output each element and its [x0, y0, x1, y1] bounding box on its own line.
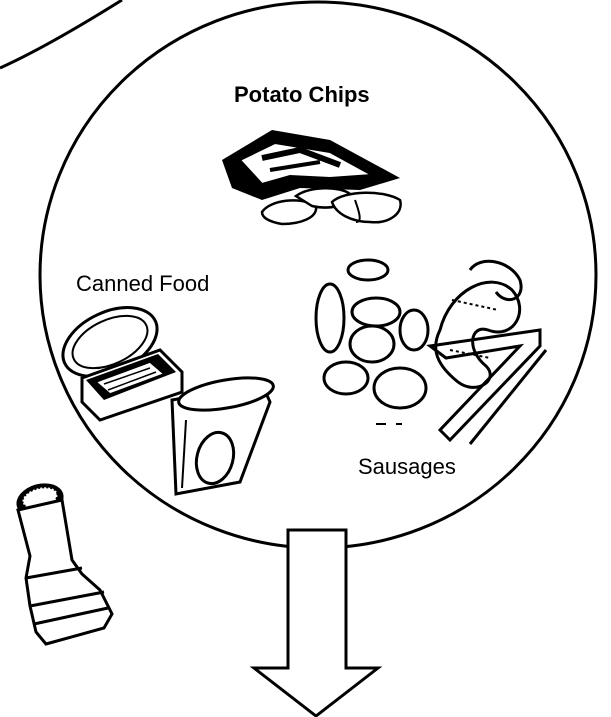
salt-shaker-icon — [13, 478, 112, 644]
potato-chips-label: Potato Chips — [234, 82, 370, 108]
connector-line — [0, 0, 122, 68]
down-arrow-icon — [254, 530, 378, 716]
sausages-label: Sausages — [358, 454, 456, 480]
canned-food-label: Canned Food — [76, 271, 209, 297]
